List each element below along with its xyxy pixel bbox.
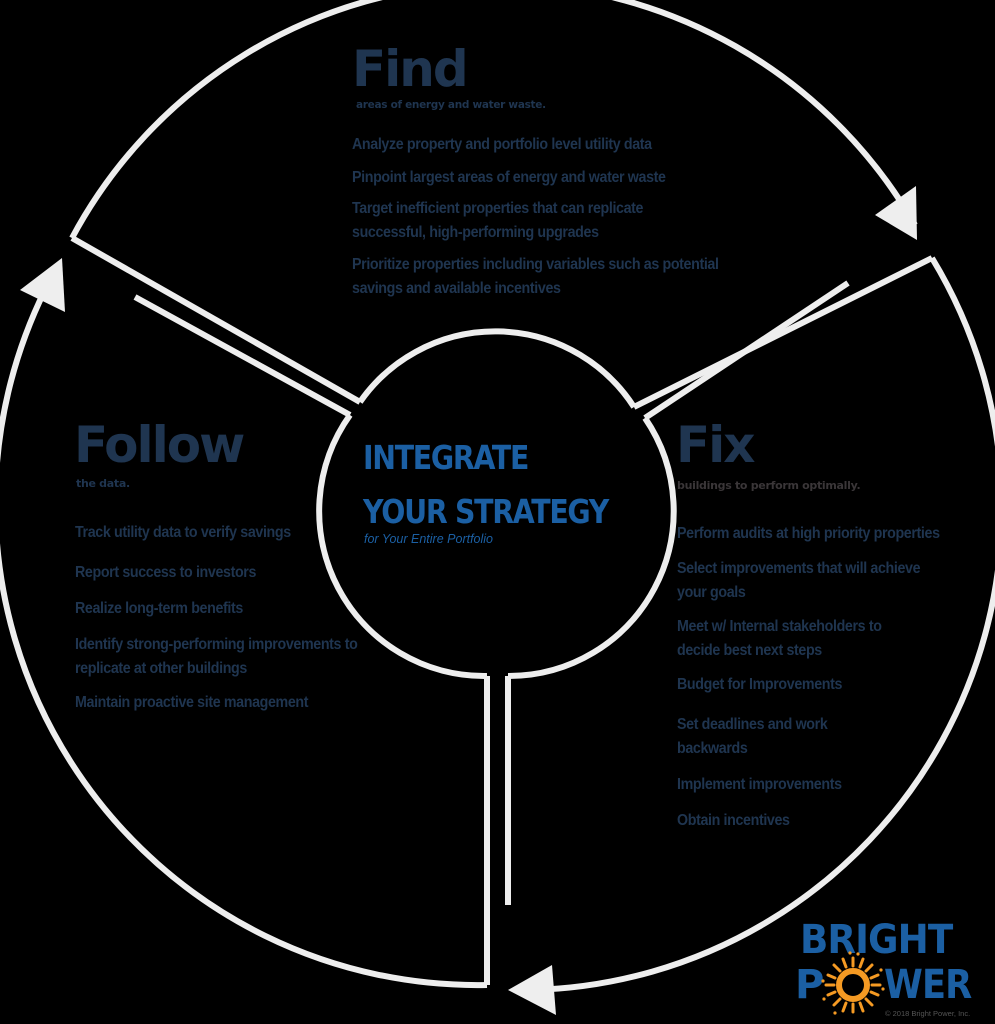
follow-item: Report success to investors xyxy=(75,564,257,581)
find-item: Pinpoint largest areas of energy and wat… xyxy=(352,169,666,186)
follow-item: Identify strong-performing improvements … xyxy=(75,636,358,677)
follow-item: Maintain proactive site management xyxy=(75,694,309,711)
fix-inner-line xyxy=(643,280,850,421)
fix-item: Obtain incentives xyxy=(677,812,790,829)
copyright-text: © 2018 Bright Power, Inc. xyxy=(885,1009,971,1018)
find-arc xyxy=(69,0,918,240)
center-subtitle: for Your Entire Portfolio xyxy=(364,532,494,546)
center-title-line1: INTEGRATE xyxy=(363,438,529,477)
follow-item: Track utility data to verify savings xyxy=(75,524,291,541)
follow-list: Track utility data to verify savings Rep… xyxy=(75,521,425,725)
fix-item: Perform audits at high priority properti… xyxy=(677,525,940,542)
follow-inner-line xyxy=(133,294,352,418)
follow-item: Realize long-term benefits xyxy=(75,600,243,617)
find-item: Analyze property and portfolio level uti… xyxy=(352,136,652,153)
find-list: Analyze property and portfolio level uti… xyxy=(352,133,742,311)
find-left-boundary xyxy=(70,235,362,405)
fix-item: Select improvements that will achieve yo… xyxy=(677,560,921,601)
fix-list: Perform audits at high priority properti… xyxy=(677,522,995,843)
follow-subtitle: the data. xyxy=(76,477,130,490)
find-item: Target inefficient properties that can r… xyxy=(352,200,644,241)
logo-word-wer: WER xyxy=(884,962,972,1008)
arrow-head-find-to-fix xyxy=(875,186,917,240)
find-right-boundary xyxy=(632,255,934,410)
follow-arc xyxy=(0,288,488,989)
fix-item: Meet w/ Internal stakeholders to decide … xyxy=(677,618,882,659)
fix-subtitle: buildings to perform optimally. xyxy=(677,479,861,492)
fix-title: Fix xyxy=(676,416,756,474)
find-subtitle: areas of energy and water waste. xyxy=(356,99,546,111)
center-title-line2: YOUR STRATEGY xyxy=(363,492,609,531)
inner-circle-right xyxy=(507,416,677,680)
sun-icon xyxy=(821,951,885,1015)
inner-circle-left xyxy=(316,413,488,680)
find-item: Prioritize properties including variable… xyxy=(352,256,719,297)
logo-word-bright: BRIGHT xyxy=(800,917,953,963)
follow-title: Follow xyxy=(74,416,245,474)
fix-item: Set deadlines and work backwards xyxy=(677,716,828,757)
arrow-head-fix-to-follow xyxy=(508,965,556,1015)
arrow-head-follow-to-find xyxy=(20,258,65,312)
fix-item: Budget for Improvements xyxy=(677,676,843,693)
find-title: Find xyxy=(352,40,469,98)
fix-arc xyxy=(529,256,995,993)
inner-circle-top xyxy=(357,328,637,409)
logo-letter-p: P xyxy=(795,962,824,1008)
fix-item: Implement improvements xyxy=(677,776,842,793)
